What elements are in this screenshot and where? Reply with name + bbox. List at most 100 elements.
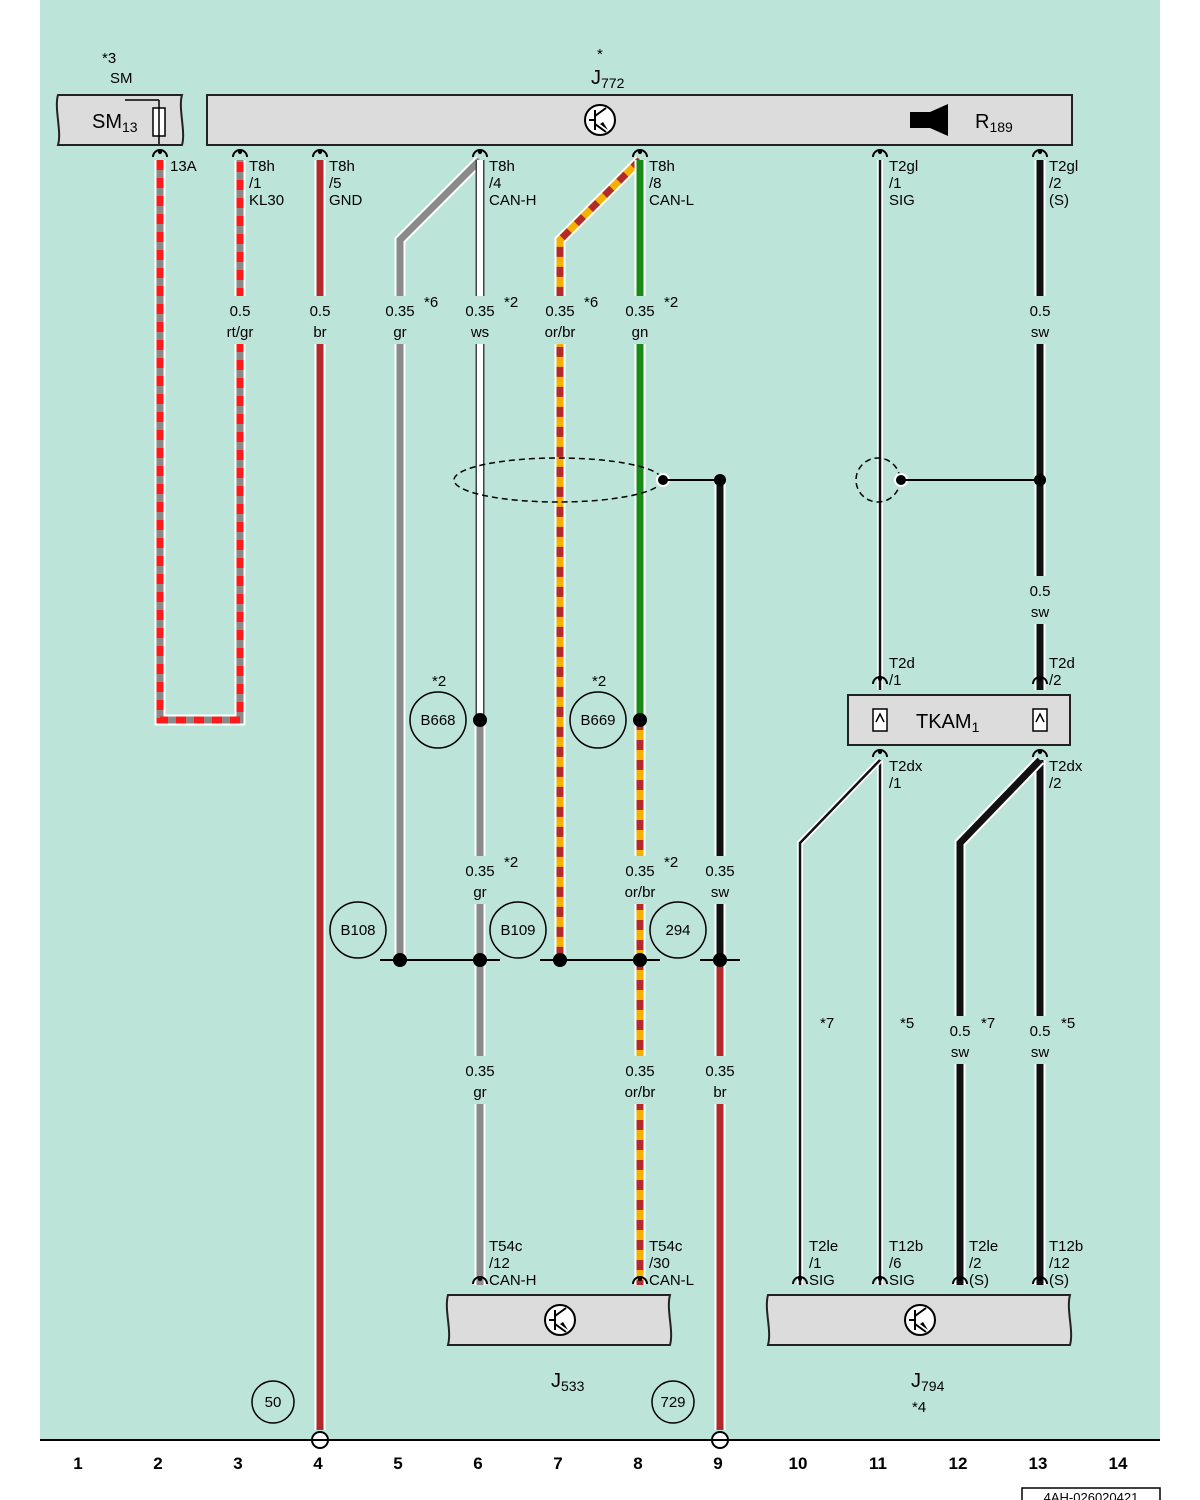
ref-729: 729: [660, 1394, 685, 1411]
svg-text:13: 13: [1029, 1454, 1048, 1473]
wire-size: 0.35: [465, 303, 494, 320]
wire-note: *2: [664, 294, 678, 311]
tkam-name: TKAM1: [916, 711, 980, 735]
svg-text:4AH-026020421: 4AH-026020421: [1044, 1490, 1139, 1500]
wire-sw-col12[interactable]: [954, 756, 1044, 1285]
wire-size: 0.35: [625, 1063, 654, 1080]
pin-label: /1: [249, 175, 262, 192]
pin-label: /2: [1049, 775, 1062, 792]
sm-label: SM: [110, 70, 133, 87]
pin-label: GND: [329, 192, 363, 209]
svg-text:4: 4: [313, 1454, 323, 1473]
svg-text:1: 1: [73, 1454, 82, 1473]
svg-text:6: 6: [473, 1454, 482, 1473]
wire-color: sw: [1031, 604, 1050, 621]
wire-size: 0.5: [1030, 303, 1051, 320]
pin-label: T2d: [1049, 655, 1075, 672]
svg-text:3: 3: [233, 1454, 242, 1473]
document-id: 4AH-026020421: [1021, 1487, 1161, 1500]
svg-text:14: 14: [1109, 1454, 1128, 1473]
wire-note: *5: [1061, 1015, 1075, 1032]
pin-label: /6: [889, 1255, 902, 1272]
ref-50: 50: [265, 1394, 282, 1411]
wire-size: 0.5: [230, 303, 251, 320]
wire-rt-gr[interactable]: [154, 160, 246, 726]
pin-label: KL30: [249, 192, 284, 209]
ref-b668: B668: [420, 712, 455, 729]
control-unit-j533[interactable]: [445, 1294, 673, 1346]
wire-size: 0.35: [625, 303, 654, 320]
pin-label: /4: [489, 175, 502, 192]
pin-label: 13A: [170, 158, 197, 175]
sm-name: SM13: [92, 111, 138, 135]
pin-label: /2: [1049, 672, 1062, 689]
reference-markers[interactable]: *2 B668 *2 B669 B108 B109 294 50 729: [251, 673, 707, 1424]
wire-color: or/br: [625, 884, 656, 901]
wire-color: gn: [632, 324, 649, 341]
wire-size: 0.35: [705, 863, 734, 880]
wire-or-br-col7[interactable]: [554, 156, 644, 960]
transistor-icon: [584, 104, 616, 136]
pin-label: T2d: [889, 655, 915, 672]
wire-sig-col10[interactable]: [797, 757, 883, 1285]
wire-gr-col5[interactable]: [394, 156, 484, 960]
j772-name: J772: [591, 67, 625, 91]
pin-label: CAN-L: [649, 192, 694, 209]
camera-tkam[interactable]: TKAM1: [847, 694, 1071, 746]
ref-b669: B669: [580, 712, 615, 729]
wire-size: 0.5: [310, 303, 331, 320]
ref-note: *2: [432, 673, 446, 690]
wire-note: *6: [584, 294, 598, 311]
wire-note: *2: [664, 854, 678, 871]
wire-note: *2: [504, 294, 518, 311]
pin-label: T12b: [1049, 1238, 1083, 1255]
pin-icon: [1032, 708, 1048, 732]
j794-name: J794: [911, 1370, 945, 1394]
pin-label: T2le: [969, 1238, 998, 1255]
shield-camera: [855, 457, 1046, 503]
pin-label: T2le: [809, 1238, 838, 1255]
pin-label: T12b: [889, 1238, 923, 1255]
control-unit-j772[interactable]: R189: [206, 94, 1073, 146]
wire-color: sw: [951, 1044, 970, 1061]
wire-size: 0.35: [465, 1063, 494, 1080]
control-unit-j794[interactable]: [765, 1294, 1073, 1346]
pin-label: /8: [649, 175, 662, 192]
pin-label: /5: [329, 175, 342, 192]
ref-294: 294: [665, 922, 690, 939]
wire-size: 0.5: [1030, 583, 1051, 600]
ref-b108: B108: [340, 922, 375, 939]
column-numbers: 1 2 3 4 5 6 7 8 9 10 11 12 13 14: [73, 1454, 1128, 1473]
ref-b109: B109: [500, 922, 535, 939]
pin-label: T2dx: [889, 758, 923, 775]
wire-size: 0.35: [465, 863, 494, 880]
transistor-icon: [544, 1304, 576, 1336]
wire-size: 0.35: [545, 303, 574, 320]
wire-size: 0.5: [1030, 1023, 1051, 1040]
wire-labels: 0.5 rt/gr 0.5 br 0.35 gr *6 0.35 ws *2 0…: [222, 294, 1075, 1104]
pin-label: T8h: [249, 158, 275, 175]
pin-label: (S): [969, 1272, 989, 1289]
svg-text:2: 2: [153, 1454, 162, 1473]
svg-text:9: 9: [713, 1454, 722, 1473]
svg-text:8: 8: [633, 1454, 642, 1473]
transistor-icon: [904, 1304, 936, 1336]
wire-size: 0.35: [625, 863, 654, 880]
svg-text:11: 11: [869, 1454, 887, 1473]
pin-icon: [872, 708, 888, 732]
fuse-block-sm[interactable]: SM13: [55, 94, 185, 146]
svg-text:5: 5: [393, 1454, 402, 1473]
wire-color: or/br: [625, 1084, 656, 1101]
wire-note: *5: [900, 1015, 914, 1032]
pin-label: T54c: [489, 1238, 523, 1255]
pin-label: T8h: [329, 158, 355, 175]
pin-label: /12: [1049, 1255, 1070, 1272]
wire-color: sw: [1031, 324, 1050, 341]
wire-size: 0.35: [705, 1063, 734, 1080]
wire-color: or/br: [545, 324, 576, 341]
pin-label: CAN-H: [489, 192, 537, 209]
pin-label: T54c: [649, 1238, 683, 1255]
pin-label: CAN-H: [489, 1272, 537, 1289]
splice-bus: [380, 953, 740, 967]
